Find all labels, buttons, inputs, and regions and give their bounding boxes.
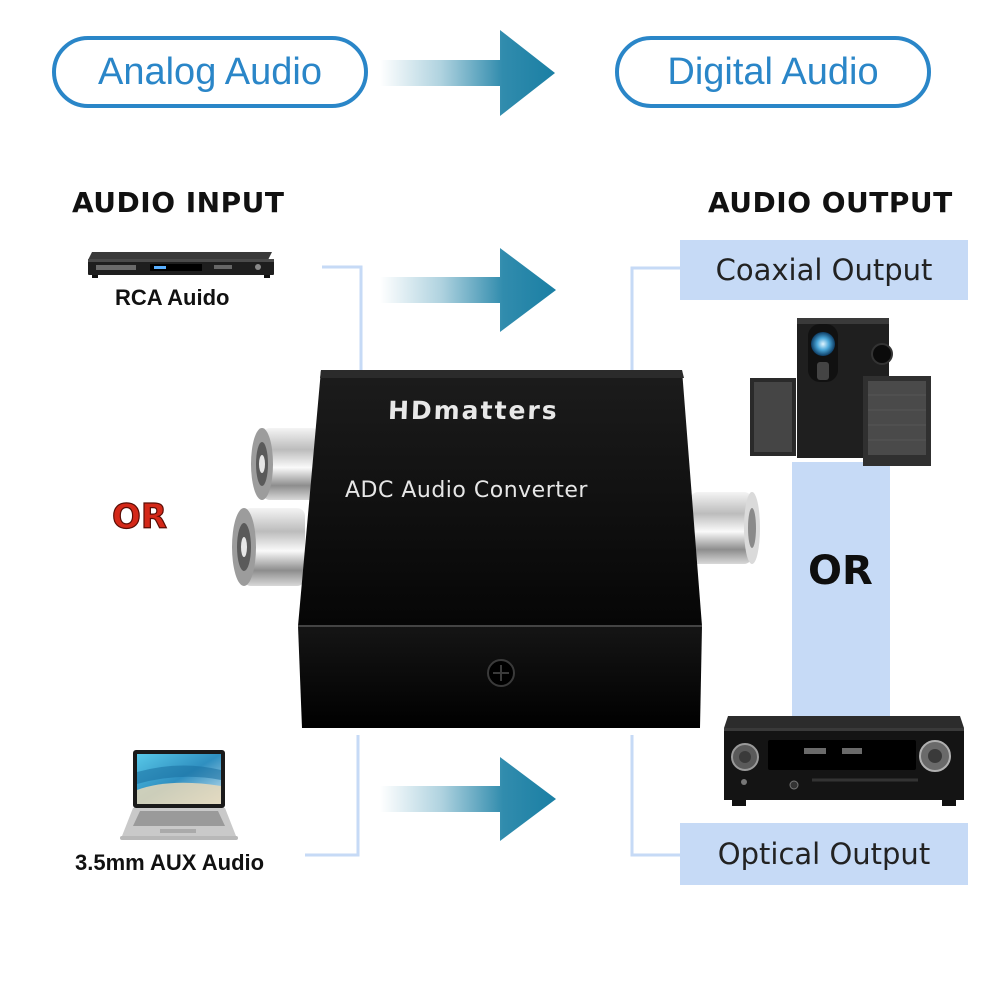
ground-screw-icon bbox=[487, 659, 515, 687]
rca-input-jack-upper bbox=[251, 428, 320, 500]
aux-audio-label: 3.5mm AUX Audio bbox=[75, 850, 265, 875]
analog-audio-pill: Analog Audio bbox=[52, 36, 368, 108]
input-or-label: OR bbox=[111, 496, 168, 537]
converter-device bbox=[232, 370, 760, 728]
audio-input-heading: AUDIO INPUT bbox=[72, 186, 285, 219]
speaker-system-icon bbox=[750, 318, 931, 466]
connector-lines bbox=[305, 265, 680, 857]
dvd-player-icon bbox=[88, 252, 274, 278]
flow-arrow-middle bbox=[380, 248, 556, 332]
laptop-icon bbox=[120, 750, 238, 840]
output-or-label: OR bbox=[808, 548, 873, 594]
rca-input-jack-lower bbox=[232, 508, 305, 586]
coaxial-output-label: Coaxial Output bbox=[680, 240, 968, 300]
rca-audio-label: RCA Auido bbox=[115, 285, 230, 310]
coaxial-output-jack bbox=[690, 492, 760, 564]
optical-output-label: Optical Output bbox=[680, 823, 968, 885]
flow-arrow-top bbox=[380, 30, 555, 116]
converter-brand-label: HDmatters bbox=[387, 396, 560, 425]
converter-product-label: ADC Audio Converter bbox=[345, 478, 588, 503]
flow-arrow-bottom bbox=[380, 757, 556, 841]
digital-audio-pill: Digital Audio bbox=[615, 36, 931, 108]
av-receiver-icon bbox=[724, 716, 964, 806]
audio-output-heading: AUDIO OUTPUT bbox=[708, 186, 953, 219]
output-or-band bbox=[792, 462, 890, 724]
